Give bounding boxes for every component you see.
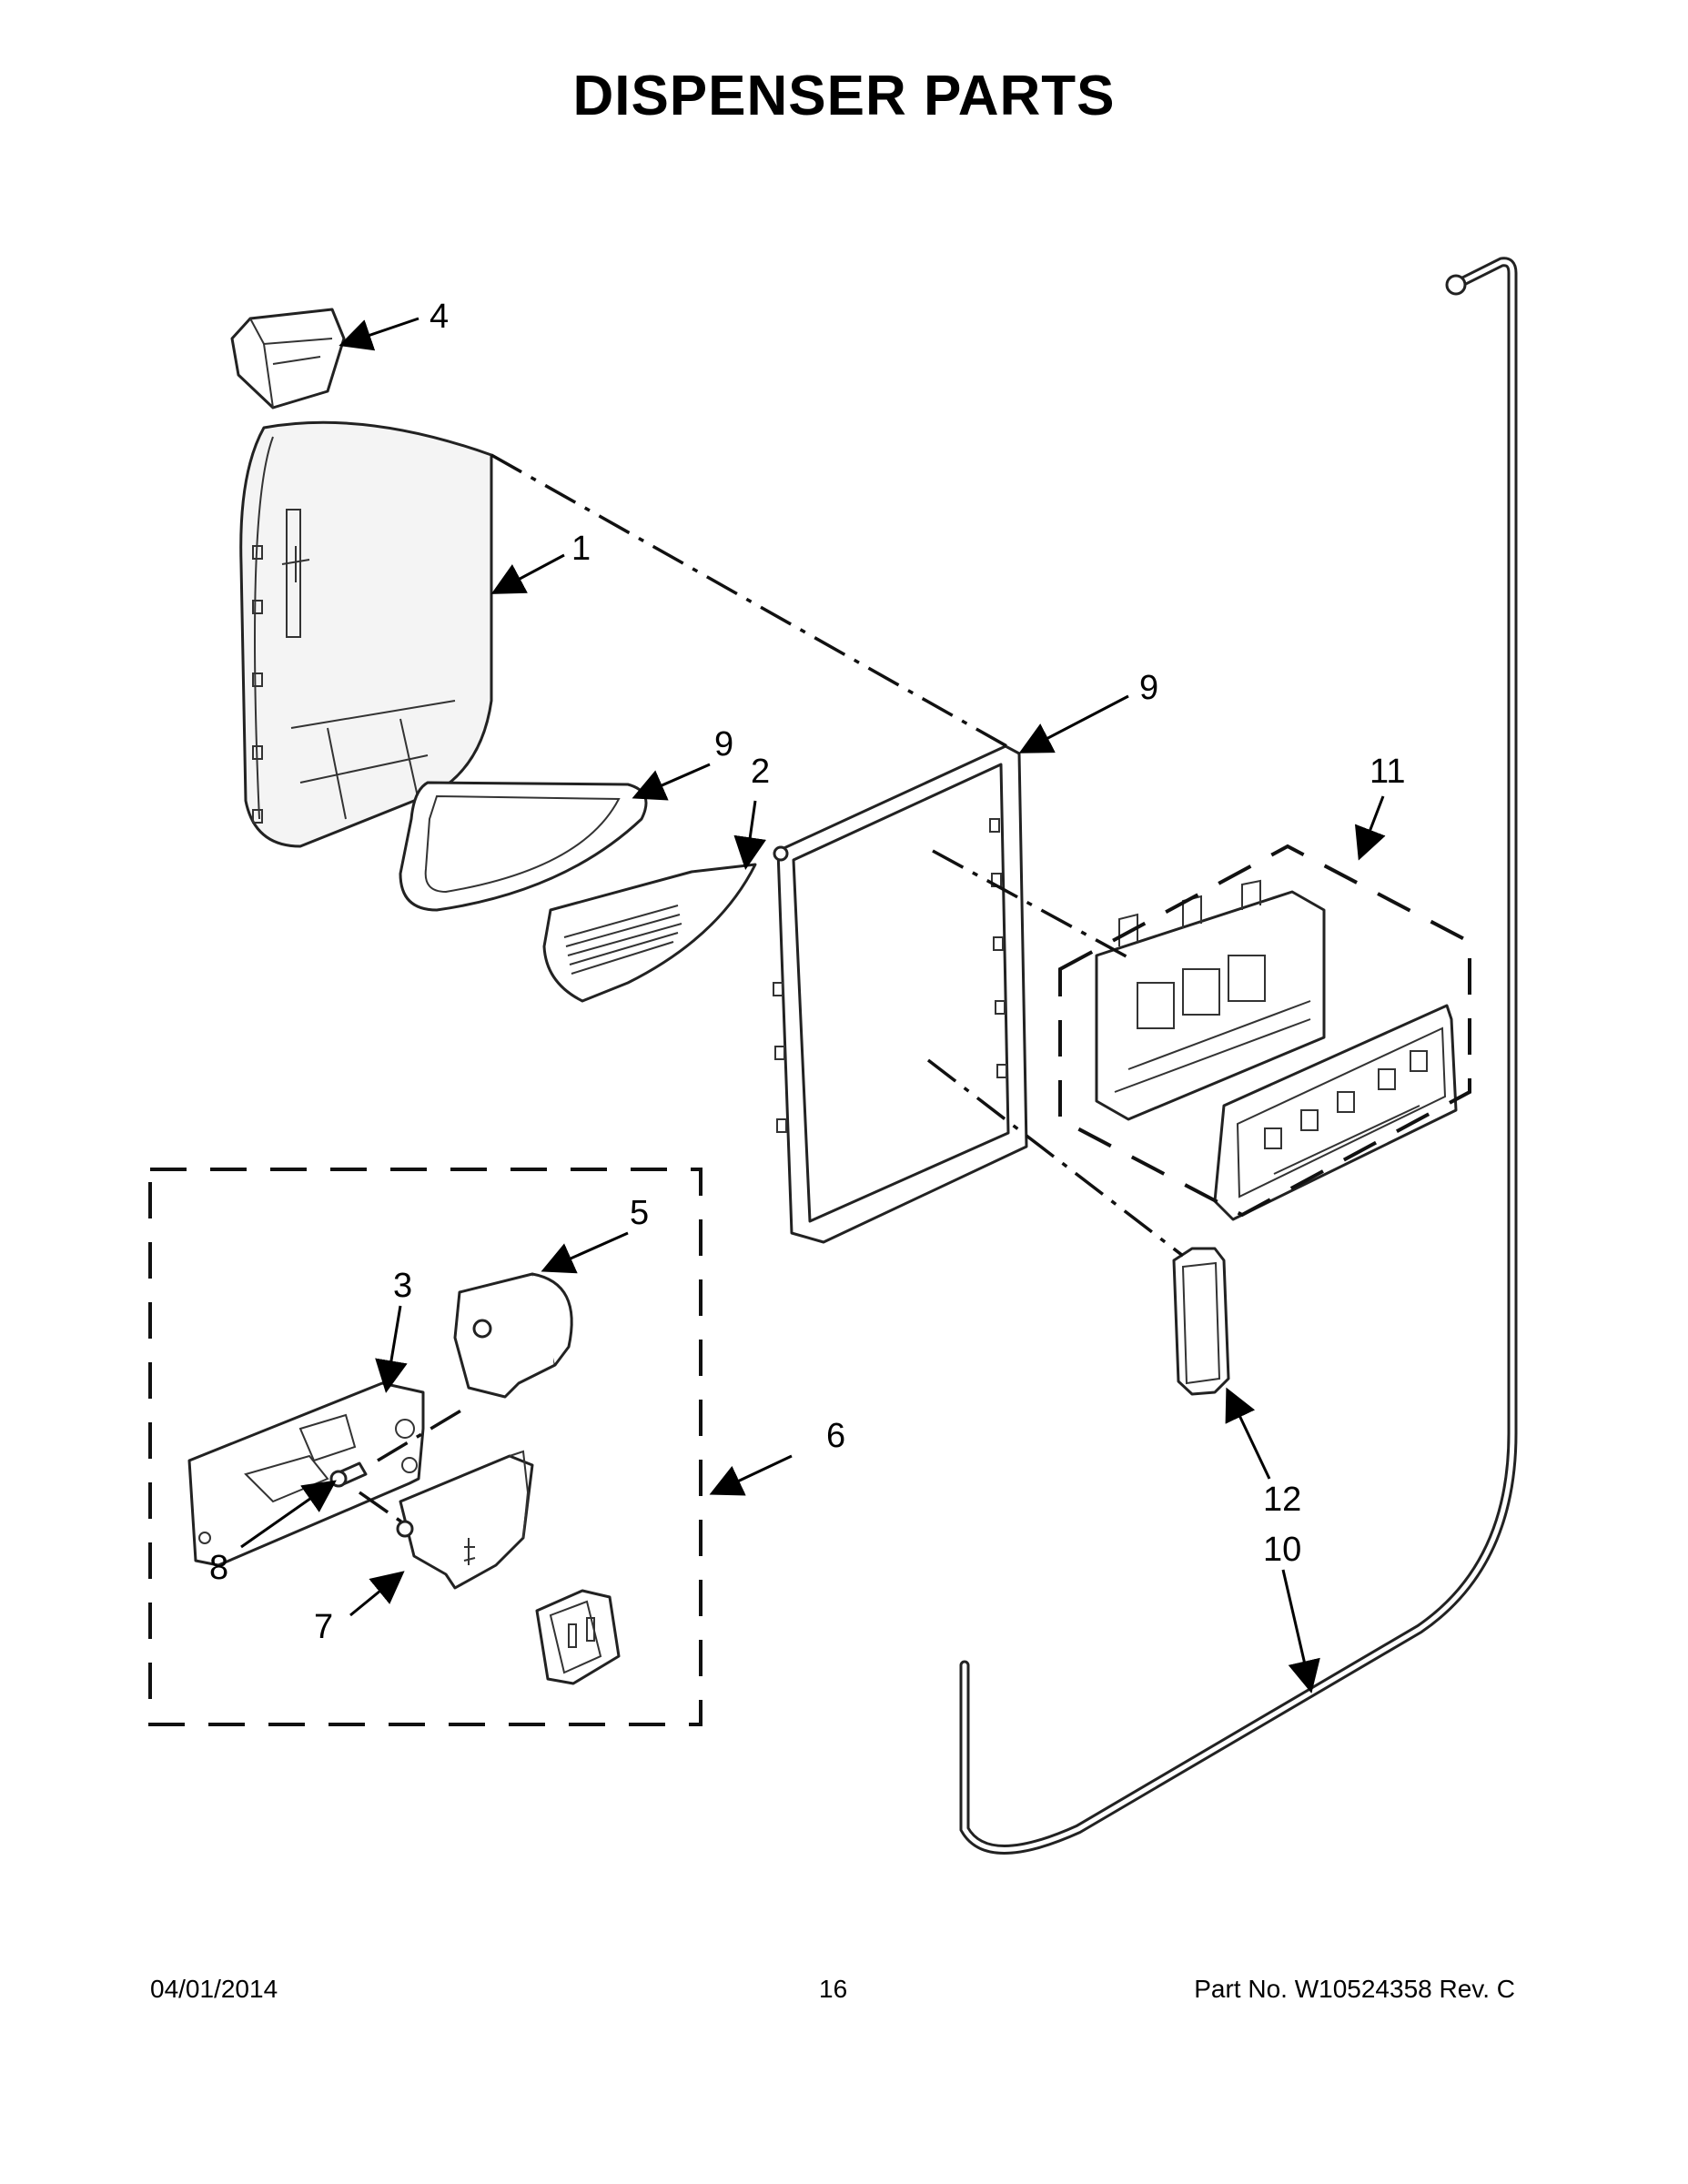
page-title: DISPENSER PARTS <box>572 65 1116 127</box>
part-2-drip-grille <box>542 863 757 1003</box>
callout-8: 8 <box>209 1549 228 1587</box>
group-11-box <box>1058 844 1471 1218</box>
callout-9-small: 9 <box>714 725 733 763</box>
callout-6: 6 <box>826 1417 845 1455</box>
callout-11: 11 <box>1370 753 1405 791</box>
callout-12: 12 <box>1263 1481 1301 1519</box>
callout-labels: 4 1 9 2 9 11 5 3 6 8 7 12 10 <box>209 298 1405 1646</box>
callout-5: 5 <box>630 1194 649 1232</box>
callout-4: 4 <box>430 298 449 336</box>
part-4-chute-cap <box>230 308 346 410</box>
callout-2: 2 <box>751 753 770 791</box>
part-12-cap <box>1172 1247 1230 1396</box>
part-9-frame-gasket <box>773 744 1028 1244</box>
part-9-chute-seal <box>399 781 648 912</box>
part-11-control-assembly <box>1095 879 1458 1221</box>
footer-page-number: 16 <box>819 1975 848 2003</box>
part-5-actuator-motor <box>453 1272 573 1399</box>
footer-date: 04/01/2014 <box>150 1975 278 2003</box>
callout-9-large: 9 <box>1139 669 1158 707</box>
part-7-switch-lever <box>396 1450 534 1590</box>
footer-part-number: Part No. W10524358 Rev. C <box>1194 1975 1515 2003</box>
callout-3: 3 <box>393 1267 412 1305</box>
part-10-water-tube <box>959 257 1518 1855</box>
alignment-lines <box>358 453 1185 1526</box>
callout-7: 7 <box>314 1608 333 1646</box>
callout-1: 1 <box>571 530 591 568</box>
part-3-switch-bracket <box>187 1381 425 1567</box>
callout-10: 10 <box>1263 1531 1301 1569</box>
group-6-box <box>148 1168 702 1726</box>
leader-lines <box>240 317 1386 1694</box>
switch-pad <box>535 1589 621 1685</box>
